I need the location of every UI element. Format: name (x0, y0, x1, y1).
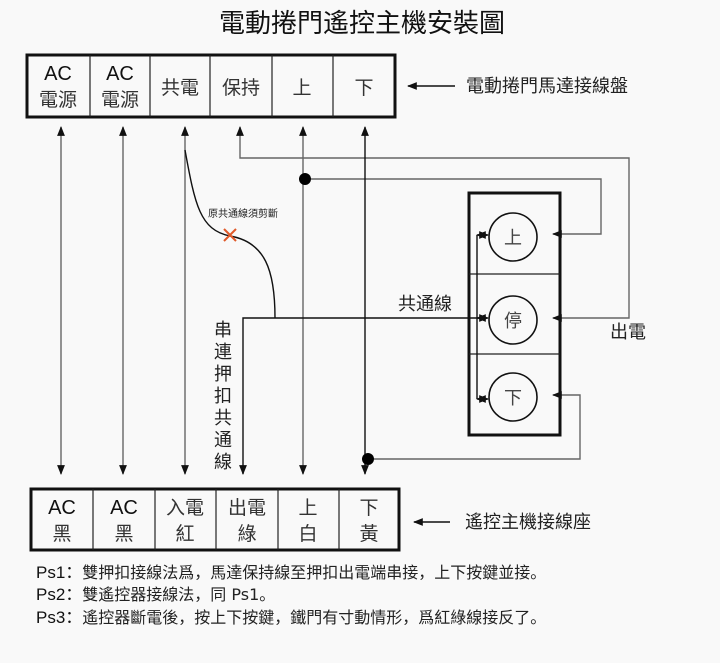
motor-cell-ac1: AC (44, 63, 72, 85)
cut-mark-icon (223, 228, 237, 242)
diagram-title: 電動捲門遙控主機安裝圖 (219, 9, 505, 39)
socket-cell-power-in-color: 紅 (175, 523, 194, 545)
socket-cell-ac1-color: 黑 (52, 523, 71, 545)
cut-note: 原共通線須剪斷 (208, 207, 278, 220)
socket-cell-up: 上 (298, 497, 317, 519)
up-button-label: 上 (504, 228, 522, 249)
wire-series-common (239, 317, 478, 475)
wire-down-to-button (374, 391, 581, 460)
junction-down (362, 453, 374, 465)
motor-cell-ac2-sub: 電源 (101, 89, 139, 111)
socket-cell-ac2: AC (110, 497, 138, 519)
down-button[interactable] (488, 372, 538, 422)
motor-cell-common: 共電 (161, 77, 199, 99)
receiver-terminal-socket: AC 黑 AC 黑 入電 紅 出電 綠 上 白 下 黃 (29, 487, 401, 552)
motor-cell-hold: 保持 (222, 77, 260, 99)
motor-cell-down: 下 (354, 77, 373, 99)
socket-cell-power-in: 入電 (166, 497, 204, 519)
socket-cell-up-color: 白 (298, 523, 317, 545)
socket-cell-power-out: 出電 (228, 497, 266, 519)
receiver-socket-label: 遙控主機接線座 (465, 512, 591, 533)
note-ps1: Ps1：雙押扣接線法爲，馬達保持線至押扣出電端串接，上下按鍵並接。 (36, 563, 546, 582)
junction-up (299, 173, 311, 185)
socket-cell-power-out-color: 綠 (237, 523, 256, 545)
series-note-vertical: 串連押扣共通線 (214, 320, 232, 473)
common-line-label: 共通線 (398, 294, 452, 315)
socket-cell-down: 下 (359, 497, 378, 519)
note-ps2: Ps2：雙遙控器接線法，同 Ps1。 (36, 585, 275, 604)
down-button-label: 下 (504, 388, 522, 409)
push-button-switch: 上 停 下 (467, 191, 562, 437)
socket-cell-down-color: 黃 (359, 523, 378, 545)
motor-cell-ac1-sub: 電源 (39, 89, 77, 111)
motor-terminal-board: AC 電源 AC 電源 共電 保持 上 下 (25, 53, 397, 119)
stop-button-label: 停 (504, 311, 522, 332)
wire-hold-to-power-out (236, 126, 630, 322)
wire-up-to-button (311, 178, 602, 238)
socket-cell-ac2-color: 黑 (114, 523, 133, 545)
socket-cell-ac1: AC (48, 497, 76, 519)
stop-button[interactable] (488, 295, 538, 345)
power-out-label: 出電 (610, 322, 646, 343)
motor-cell-ac2: AC (106, 63, 134, 85)
notes: Ps1：雙押扣接線法爲，馬達保持線至押扣出電端串接，上下按鍵並接。 Ps2：雙遙… (36, 563, 546, 627)
motor-board-label: 電動捲門馬達接線盤 (466, 76, 628, 97)
motor-cell-up: 上 (292, 77, 311, 99)
up-button[interactable] (488, 212, 538, 262)
note-ps3: Ps3：遙控器斷電後，按上下按鍵，鐵門有寸動情形，爲紅綠線接反了。 (36, 608, 546, 627)
